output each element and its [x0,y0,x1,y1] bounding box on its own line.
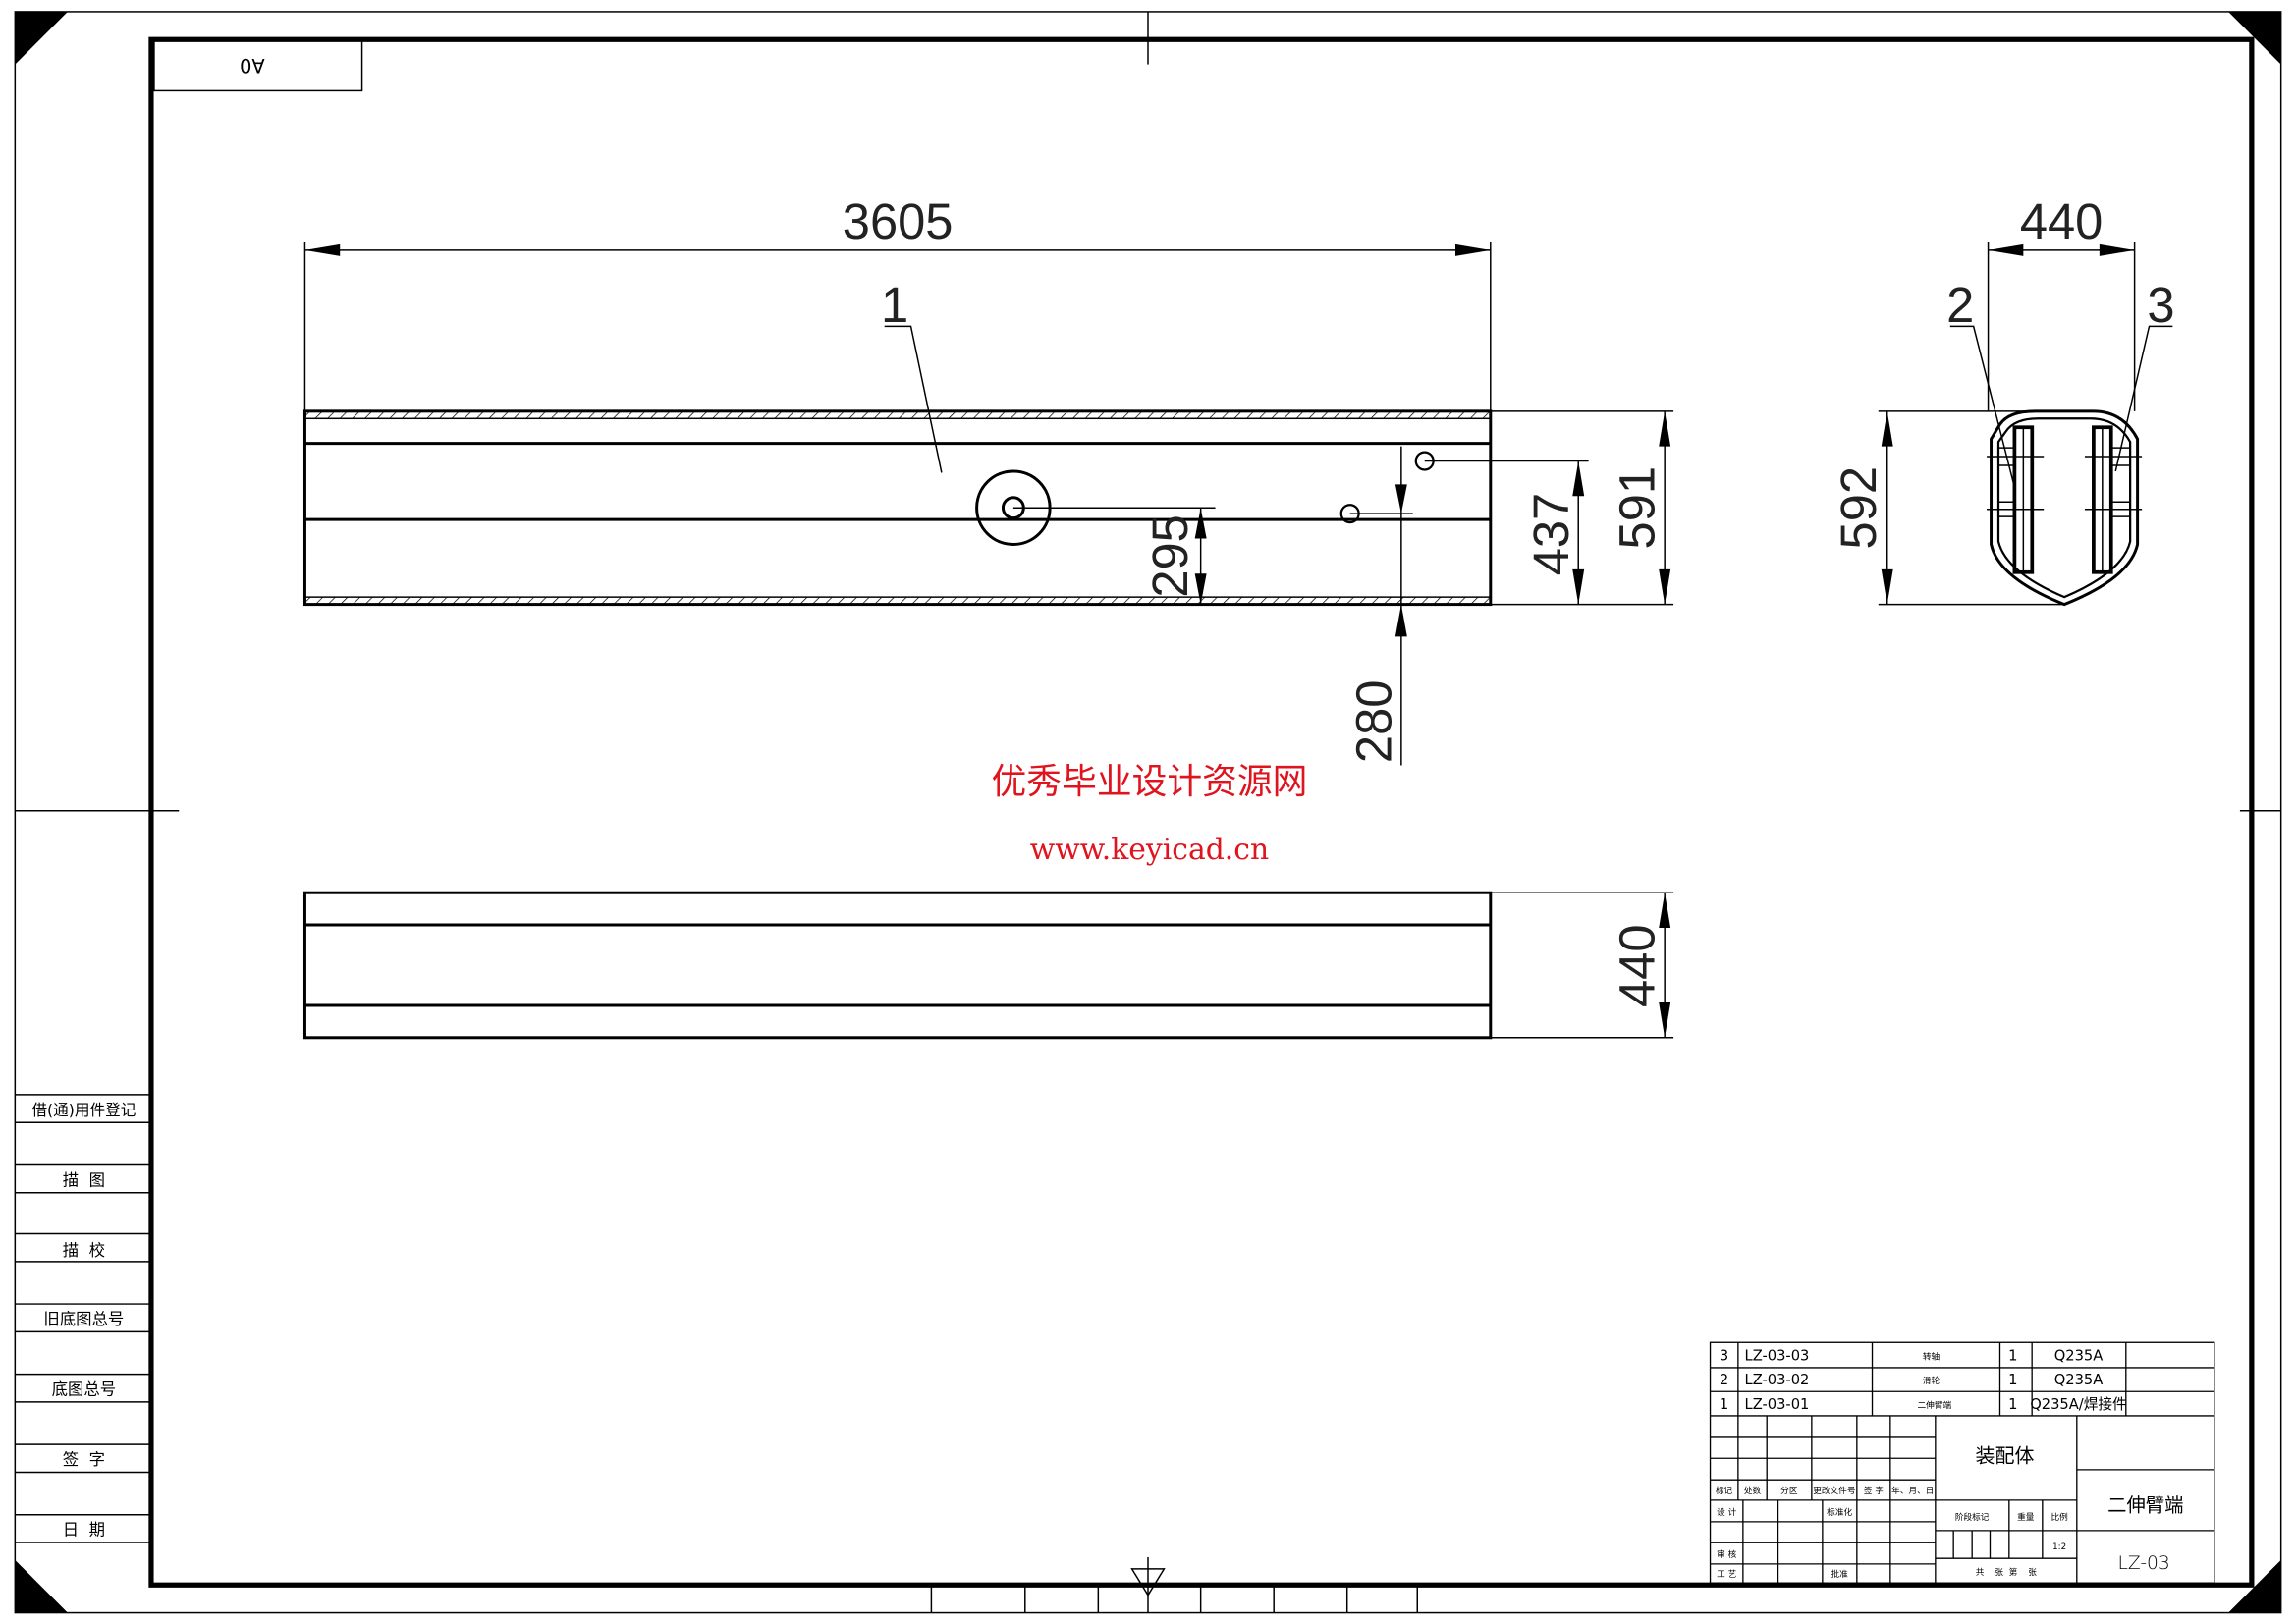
tb-header-label: 分区 [1780,1486,1798,1496]
tb-header-label: 处数 [1744,1485,1762,1496]
strip-label: 签 字 [63,1450,105,1469]
svg-text:1: 1 [1720,1396,1728,1413]
svg-text:1: 1 [2008,1348,2017,1365]
parts-row: 1 LZ-03-01 二伸臂端 1 Q235A/焊接件 [1720,1396,2127,1413]
svg-text:转轴: 转轴 [1923,1351,1941,1363]
tb-review-label: 审 核 [1717,1548,1736,1560]
tb-header-label: 年、月、日 [1891,1485,1934,1496]
svg-text:LZ-03-01: LZ-03-01 [1745,1396,1810,1413]
tb-drawing-number: LZ-03 [2117,1553,2169,1574]
tb-weight-label: 重量 [2017,1511,2035,1523]
watermark-url: www.keyicad.cn [1030,833,1269,867]
dim-length: 3605 [843,193,954,249]
svg-text:Q235A: Q235A [2054,1372,2104,1388]
top-view: 440 [302,891,1674,1040]
side-view: 440 2 3 592 [1831,193,2175,607]
balloon-2: 2 [1946,277,1974,333]
corner-marks [15,11,2281,1613]
svg-text:Q235A: Q235A [2054,1348,2104,1365]
svg-text:Q235A/焊接件: Q235A/焊接件 [2030,1396,2126,1413]
sheet-size-label: A0 [240,54,265,77]
strip-label: 借(通)用件登记 [31,1101,136,1119]
tb-header-label: 更改文件号 [1813,1485,1856,1496]
side-dim-width: 440 [2020,193,2104,249]
sheet-size-box: A0 [153,38,363,92]
dim-hole-center: 295 [1142,514,1198,598]
tb-standardize-label: 标准化 [1827,1506,1852,1518]
tb-scale-value: 1:2 [2052,1542,2066,1552]
svg-text:LZ-03-02: LZ-03-02 [1745,1372,1810,1388]
dim-height: 591 [1610,466,1666,550]
top-dim-width: 440 [1610,924,1666,1007]
svg-text:1: 1 [2008,1372,2017,1388]
parts-row: 3 LZ-03-03 转轴 1 Q235A [1720,1348,2103,1365]
balloon-3: 3 [2147,277,2174,333]
tb-design-label: 设 计 [1717,1506,1736,1518]
watermark-title: 优秀毕业设计资源网 [992,762,1308,802]
title-block: 3 LZ-03-03 转轴 1 Q235A 2 LZ-03-02 滑轮 1 Q2… [1709,1341,2215,1584]
dim-hole-lower: 280 [1345,680,1401,764]
dim-hole-upper: 437 [1523,493,1579,576]
svg-text:二伸臂端: 二伸臂端 [1918,1399,1952,1411]
tb-header-label: 签 字 [1864,1485,1884,1496]
svg-text:LZ-03-03: LZ-03-03 [1745,1348,1810,1365]
strip-label: 描 图 [63,1170,105,1189]
tb-header-label: 标记 [1716,1485,1733,1496]
tb-sheets-label: 共 张 第 张 [1976,1566,2037,1578]
strip-label: 日 期 [63,1521,105,1540]
strip-label: 底图总号 [52,1380,117,1398]
tb-approve-label: 批准 [1831,1568,1849,1580]
strip-label: 旧底图总号 [43,1310,124,1328]
outer-border [14,11,2282,1614]
svg-text:滑轮: 滑轮 [1923,1375,1941,1386]
side-dim-height: 592 [1831,466,1886,550]
tb-stage-mark-label: 阶段标记 [1955,1511,1990,1523]
tb-drawing-name: 二伸臂端 [2107,1494,2183,1517]
balloon-1: 1 [881,277,908,333]
tb-scale-label: 比例 [2050,1511,2067,1523]
parts-row: 2 LZ-03-02 滑轮 1 Q235A [1720,1372,2103,1388]
left-registration-strip: 借(通)用件登记 描 图 描 校 旧底图总号 底图总号 签 字 日 期 [15,1094,151,1543]
svg-text:2: 2 [1720,1372,1728,1388]
strip-label: 描 校 [63,1241,105,1260]
svg-text:3: 3 [1720,1348,1728,1365]
svg-text:1: 1 [2008,1396,2017,1413]
tb-process-label: 工 艺 [1717,1569,1736,1580]
tb-assembly-label: 装配体 [1976,1444,2035,1468]
front-view: 3605 1 591 437 295 280 [302,193,1674,766]
